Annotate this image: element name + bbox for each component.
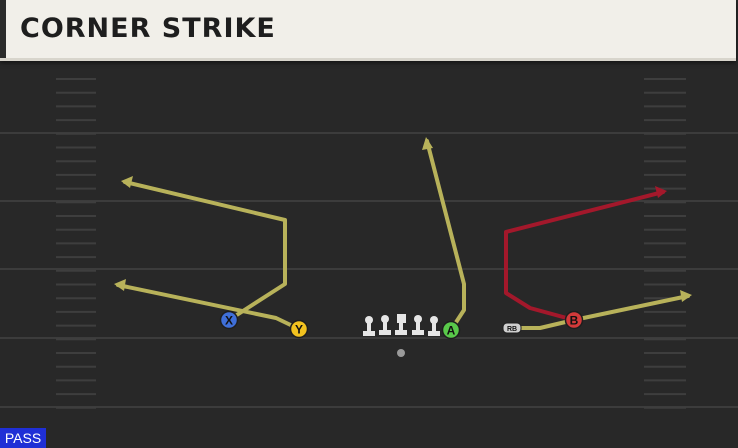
player-b-label: B <box>570 314 579 328</box>
arrowheads <box>114 137 692 302</box>
route-rb <box>510 294 690 330</box>
lineman-lg <box>379 315 391 335</box>
arrowhead-x <box>121 176 133 188</box>
player-rb: RB <box>502 322 522 334</box>
title-bar: CORNER STRIKE <box>0 0 736 61</box>
play-title: CORNER STRIKE <box>20 13 276 44</box>
player-x-label: X <box>225 314 233 328</box>
hash-marks <box>56 78 686 409</box>
offensive-line <box>363 314 440 336</box>
lineman-rt <box>428 316 440 336</box>
player-a-label: A <box>447 324 456 338</box>
player-a: A <box>441 320 461 340</box>
route-a <box>425 139 466 332</box>
title-accent <box>0 0 6 58</box>
yard-lines <box>0 132 738 408</box>
route-b <box>504 190 665 322</box>
routes <box>116 139 690 332</box>
player-rb-label: RB <box>507 326 517 333</box>
play-type-badge: PASS <box>0 428 46 448</box>
player-y-label: Y <box>295 323 303 337</box>
route-x <box>123 180 287 322</box>
quarterback <box>397 349 405 357</box>
arrowhead-b <box>655 186 667 198</box>
arrowhead-a <box>422 137 433 150</box>
arrowhead-y <box>114 279 126 291</box>
player-y: Y <box>289 319 309 339</box>
lineman-lt <box>363 316 375 336</box>
player-b: B <box>564 310 584 330</box>
lineman-c <box>395 314 407 335</box>
arrowhead-rb <box>680 290 692 302</box>
lineman-rg <box>412 315 424 335</box>
player-x: X <box>219 310 239 330</box>
